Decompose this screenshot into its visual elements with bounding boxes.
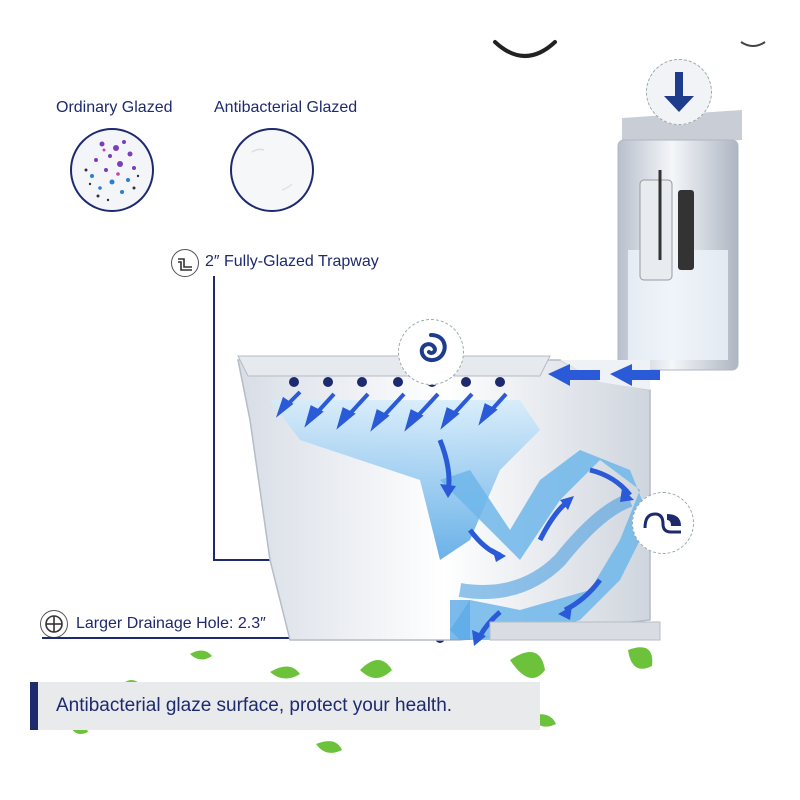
ordinary-glazed-sample bbox=[70, 128, 154, 212]
antibacterial-banner: Antibacterial glaze surface, protect you… bbox=[30, 682, 540, 730]
fill-valve bbox=[678, 190, 694, 270]
trapway-label: 2″ Fully-Glazed Trapway bbox=[205, 253, 379, 270]
tank-lid bbox=[622, 110, 742, 146]
ordinary-glazed-label: Ordinary Glazed bbox=[56, 99, 173, 116]
bowl-rim bbox=[237, 355, 551, 377]
trapway-pipe-icon bbox=[171, 249, 199, 277]
siphon-pipe bbox=[458, 493, 633, 599]
antibacterial-glazed-sample bbox=[230, 128, 314, 212]
banner-text: Antibacterial glaze surface, protect you… bbox=[56, 695, 453, 716]
swirl-flush-icon bbox=[398, 319, 464, 385]
trapway-water bbox=[440, 450, 650, 640]
flush-valve bbox=[639, 179, 673, 281]
drain-outlet bbox=[450, 600, 470, 640]
leaves-decoration bbox=[70, 647, 653, 753]
tank-inflow-arrows bbox=[548, 364, 660, 386]
top-swirl-fragment bbox=[493, 40, 557, 58]
drain-crosshair-icon bbox=[40, 610, 68, 638]
bacteria-spots-icon bbox=[84, 140, 140, 202]
rim-flow-arrows bbox=[275, 390, 508, 432]
arrow-down-icon bbox=[646, 59, 712, 125]
base-outlet bbox=[489, 621, 661, 641]
antibacterial-glazed-label: Antibacterial Glazed bbox=[214, 99, 358, 116]
top-right-fragment bbox=[740, 41, 766, 47]
siphon-jet-icon bbox=[632, 492, 694, 554]
drainage-label: Larger Drainage Hole: 2.3″ bbox=[76, 615, 266, 632]
bowl-water bbox=[270, 400, 540, 560]
